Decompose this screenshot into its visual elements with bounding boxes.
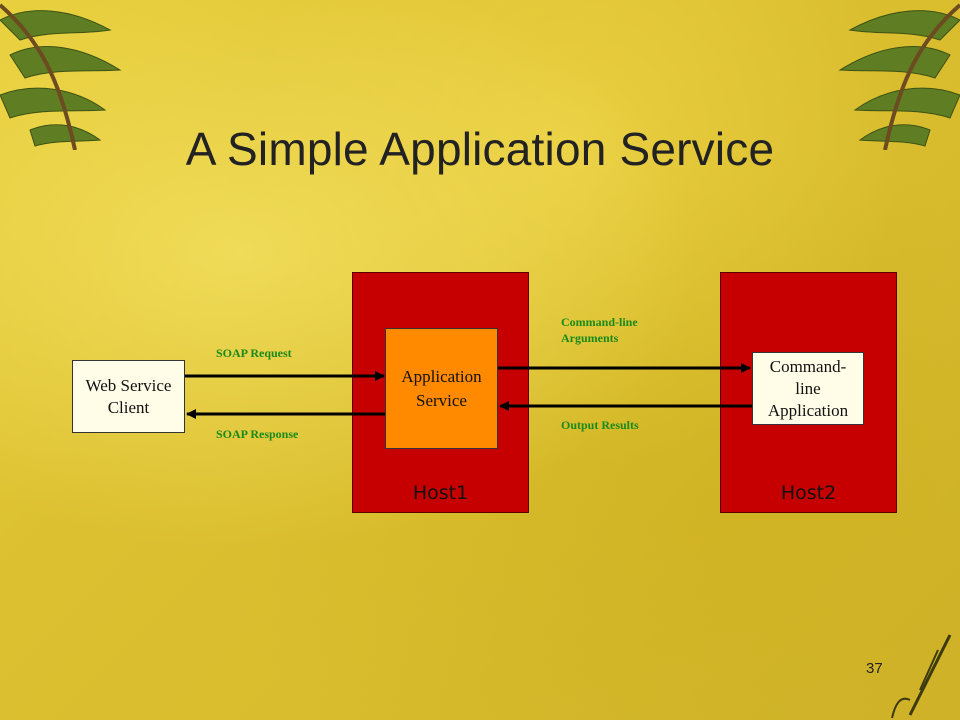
app-service-label-line: Service [416,390,467,410]
client-label-line: Client [107,397,150,417]
cmd-app-label-line: Command- [769,356,847,376]
bamboo-stroke-bottom-right-icon [891,634,952,719]
client-label-line: Web Service [85,375,172,395]
cmd-args-label-line: Arguments [561,331,619,345]
app-service-label-line: Application [401,366,482,386]
command-line-arguments-label: Command-line Arguments [561,314,638,346]
host1-label: Host1 [412,482,469,504]
web-service-client-node: Web Service Client [72,360,185,433]
application-service-node: Application Service [385,328,498,449]
cmd-app-label-line: Application [767,400,849,420]
cmd-args-label-line: Command-line [561,315,638,329]
command-line-application-node: Command- line Application [752,352,864,425]
output-results-label: Output Results [561,418,639,432]
soap-response-label: SOAP Response [216,427,299,441]
cmd-app-label-line: line [795,378,821,398]
page-number: 37 [866,660,883,677]
soap-request-label: SOAP Request [216,346,292,360]
host2-label: Host2 [780,482,837,504]
pine-branch-top-left-icon [0,3,122,150]
pine-branch-top-right-icon [838,3,960,150]
slide-title: A Simple Application Service [185,123,775,175]
